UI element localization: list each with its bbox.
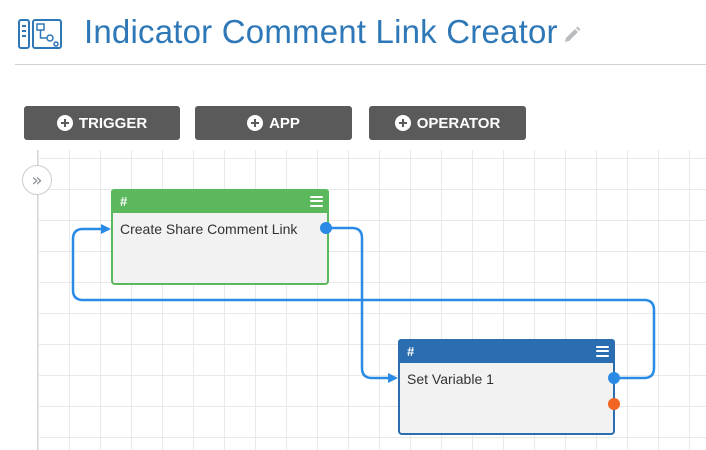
workflow-node-create-share-comment-link[interactable]: # Create Share Comment Link (111, 189, 329, 285)
add-trigger-button[interactable]: TRIGGER (24, 106, 180, 140)
node-hash: # (120, 193, 128, 209)
plus-circle-icon (394, 115, 411, 131)
header-divider (15, 64, 706, 65)
output-port[interactable] (320, 222, 332, 234)
add-app-label: APP (269, 114, 300, 132)
node-label: Set Variable 1 (407, 371, 494, 387)
add-operator-button[interactable]: OPERATOR (369, 106, 526, 140)
hamburger-menu-icon[interactable] (310, 195, 323, 207)
workflow-node-set-variable-1[interactable]: # Set Variable 1 (398, 339, 615, 435)
add-trigger-label: TRIGGER (78, 114, 148, 132)
node-label: Create Share Comment Link (120, 221, 298, 237)
pencil-icon[interactable] (562, 25, 582, 45)
playbook-flow-icon (18, 19, 62, 49)
node-hash: # (407, 343, 415, 359)
node-header: # (398, 339, 615, 363)
page-title: Indicator Comment Link Creator (84, 13, 558, 50)
output-port[interactable] (608, 372, 620, 384)
add-app-button[interactable]: APP (195, 106, 352, 140)
page-header: Indicator Comment Link Creator (0, 0, 706, 70)
add-operator-label: OPERATOR (416, 114, 501, 132)
node-header: # (111, 189, 329, 213)
error-port[interactable] (608, 398, 620, 410)
hamburger-menu-icon[interactable] (596, 345, 609, 357)
plus-circle-icon (247, 115, 264, 131)
expand-panel-icon[interactable]: » (22, 165, 52, 195)
plus-circle-icon (56, 115, 73, 131)
